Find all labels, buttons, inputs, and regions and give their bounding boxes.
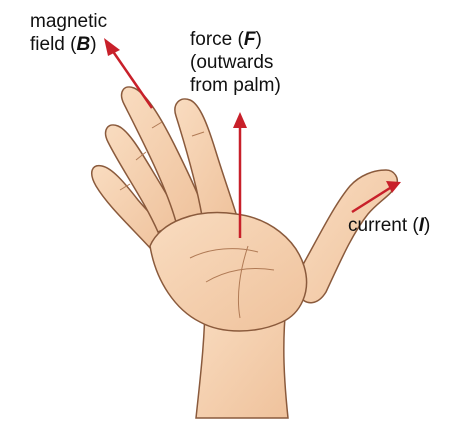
magnetic-field-label-line2: field (B) (30, 33, 107, 56)
force-label-line3: from palm) (190, 74, 281, 97)
magnetic-field-label-line1: magnetic (30, 10, 107, 33)
magnetic-field-symbol: B (76, 34, 90, 55)
label-text: force ( (190, 29, 244, 50)
magnetic-field-label: magnetic field (B) (30, 10, 107, 56)
force-label-line2: (outwards (190, 51, 281, 74)
label-text: ) (424, 215, 430, 236)
label-text: field ( (30, 34, 76, 55)
label-text: ) (90, 34, 96, 55)
force-symbol: F (244, 29, 256, 50)
force-label-line1: force (F) (190, 28, 281, 51)
current-label: current (I) (348, 214, 430, 237)
label-text: ) (255, 29, 261, 50)
force-label: force (F) (outwards from palm) (190, 28, 281, 97)
label-text: current ( (348, 215, 419, 236)
